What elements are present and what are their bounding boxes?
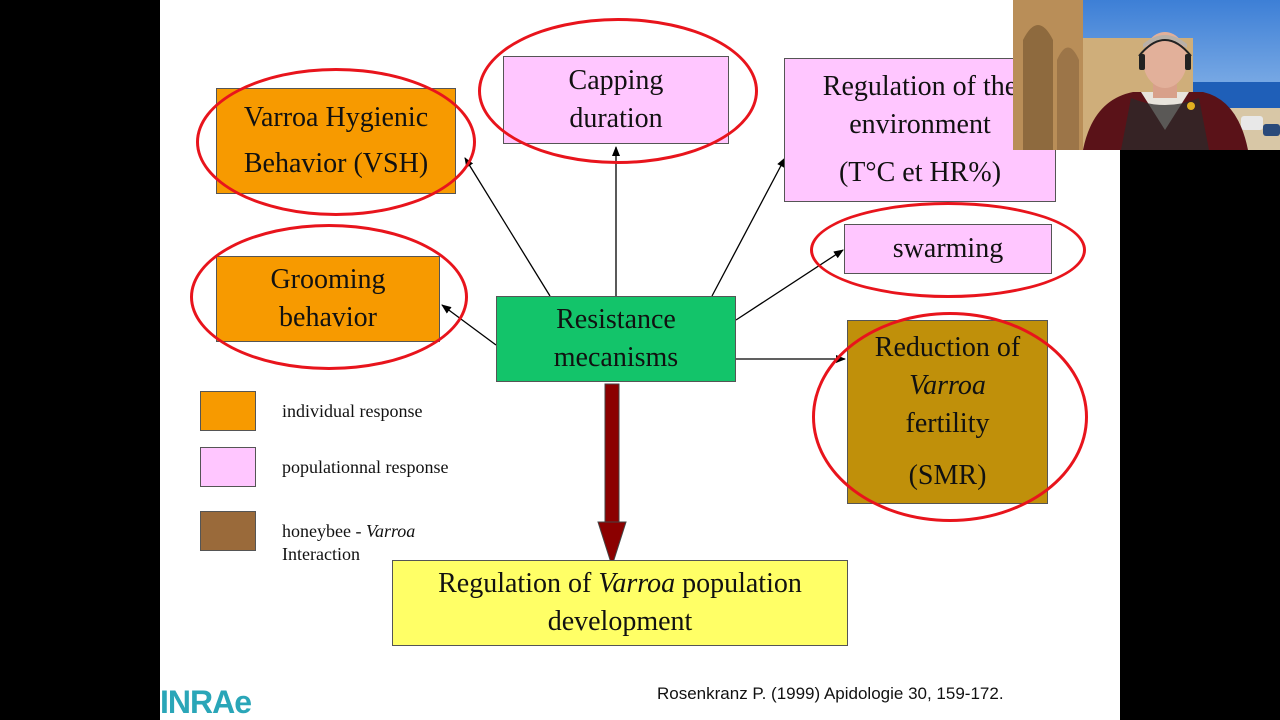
outcome-line2: development [547,606,693,637]
webcam-video [1013,0,1280,150]
legend-interaction-prefix: honeybee - [282,521,366,541]
legend-swatch-individual [200,391,256,431]
connector-arrows [441,146,846,568]
arrow-to-environment [711,157,786,297]
legend-interaction-italic: Varroa [365,521,416,541]
fertility-highlight-ring [812,312,1088,522]
legend-populational: populationnal response [282,457,449,477]
arrow-to-vsh [464,157,551,297]
grooming-highlight-ring [190,224,468,370]
webcam-scene [1013,0,1280,150]
swarming-highlight-ring [810,202,1086,298]
outcome-suffix: population [675,568,802,600]
legend-swatch-populational [200,447,256,487]
center-label: Resistance mecanisms [553,304,679,373]
environment-line1: Regulation of the [822,71,1018,103]
slide: Varroa Hygienic Behavior (VSH) Grooming … [160,0,1120,720]
outcome-prefix: Regulation of [438,568,599,600]
outcome-line1: Regulation of Varroa population [438,565,802,603]
legend-interaction: honeybee - Varroa Interaction [282,520,415,567]
environment-line2: environment [849,109,991,141]
environment-box: Regulation of the environment (T°C et HR… [784,58,1056,202]
inrae-logo: INRAe [160,684,252,720]
vsh-highlight-ring [196,68,476,216]
legend-interaction-line2: Interaction [282,544,360,565]
capping-highlight-ring [478,18,758,164]
main-down-arrow [597,383,627,568]
outcome-italic: Varroa [598,568,676,600]
legend-swatch-interaction [200,511,256,551]
citation: Rosenkranz P. (1999) Apidologie 30, 159-… [657,684,1004,703]
outcome-box: Regulation of Varroa population developm… [392,560,848,646]
center-box: Resistance mecanisms [496,296,736,382]
environment-line3: (T°C et HR%) [838,156,1002,188]
legend-individual: individual response [282,401,423,421]
